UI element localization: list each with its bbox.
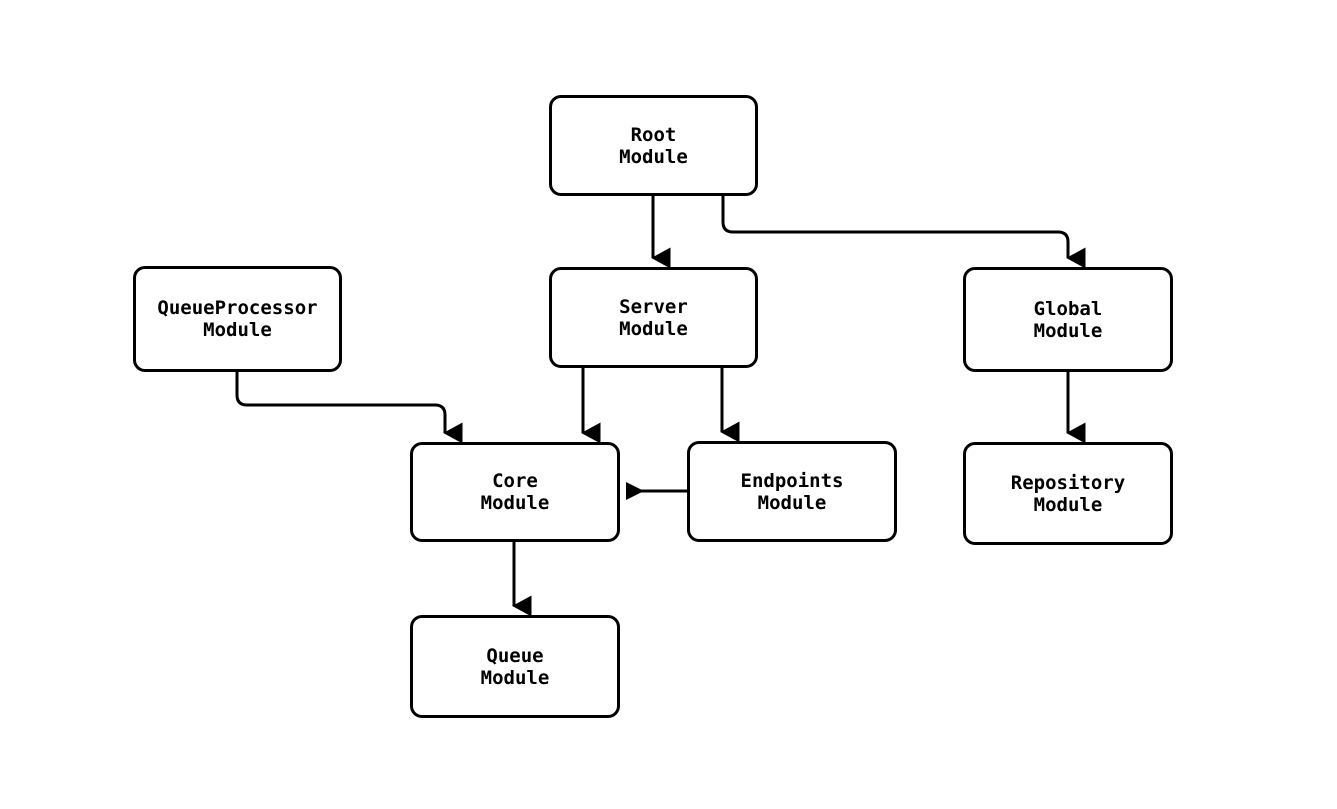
- node-label-primary: Core: [492, 470, 538, 492]
- node-label-secondary: Module: [757, 491, 827, 514]
- node-label-secondary: Module: [480, 666, 550, 689]
- node-label-primary: Server: [619, 295, 688, 318]
- edge-queueprocessor-to-core: [235, 372, 463, 444]
- node-label-primary: Queue: [486, 644, 544, 667]
- node-label-primary: Endpoints: [740, 469, 844, 492]
- node-label-primary: Root: [630, 123, 677, 146]
- node-label-primary: Repository: [1010, 471, 1126, 494]
- node-label-primary: QueueProcessor: [157, 297, 318, 319]
- edge-root-to-global: [721, 196, 1086, 269]
- node-label-secondary: Module: [1033, 493, 1103, 516]
- node-label-secondary: Module: [480, 492, 550, 514]
- node-label-primary: Global: [1033, 297, 1103, 320]
- node-label-secondary: Module: [619, 317, 688, 340]
- node-label-secondary: Module: [619, 145, 688, 168]
- node-label-secondary: Module: [203, 319, 272, 341]
- node-label-secondary: Module: [1033, 319, 1103, 342]
